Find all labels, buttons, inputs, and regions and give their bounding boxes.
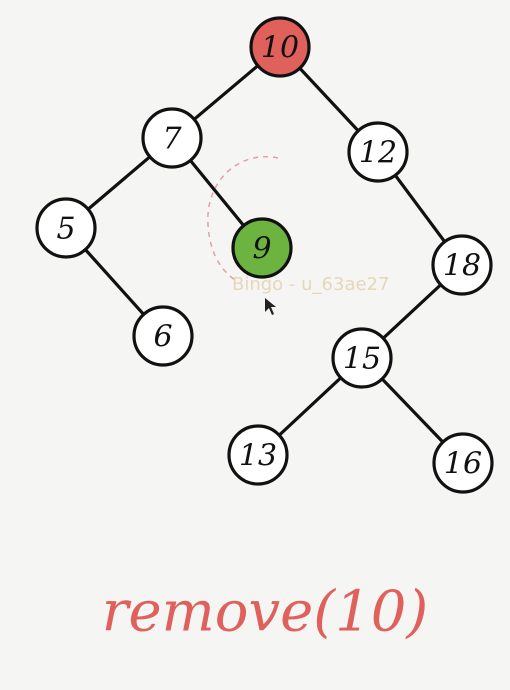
tree-node-16: 16 xyxy=(432,432,494,494)
node-label: 10 xyxy=(261,31,299,66)
nodes-layer: 10 7 12 5 9 18 6 15 13 16 xyxy=(35,16,494,494)
node-circle xyxy=(331,327,393,389)
node-circle xyxy=(227,424,289,486)
node-label: 12 xyxy=(359,136,397,171)
node-label: 13 xyxy=(239,439,277,474)
node-circle xyxy=(249,16,311,78)
node-label: 16 xyxy=(444,447,482,482)
tree-node-10: 10 xyxy=(249,16,311,78)
node-circle xyxy=(431,234,493,296)
tree-node-12: 12 xyxy=(347,121,409,183)
node-circle xyxy=(35,197,97,259)
node-label: 5 xyxy=(56,212,75,247)
node-label: 7 xyxy=(162,122,182,157)
node-circle xyxy=(132,305,194,367)
tree-node-7: 7 xyxy=(141,107,203,169)
tree-node-5: 5 xyxy=(35,197,97,259)
node-label: 15 xyxy=(343,342,381,377)
node-label: 9 xyxy=(252,232,271,267)
node-circle xyxy=(432,432,494,494)
node-circle xyxy=(347,121,409,183)
tree-node-6: 6 xyxy=(132,305,194,367)
mouse-cursor-icon xyxy=(265,298,276,315)
watermark-text: Bingo - u_63ae27 xyxy=(232,274,389,295)
node-circle xyxy=(141,107,203,169)
node-label: 6 xyxy=(153,320,172,355)
tree-node-13: 13 xyxy=(227,424,289,486)
tree-node-9: 9 xyxy=(231,217,293,279)
node-circle xyxy=(231,217,293,279)
tree-node-15: 15 xyxy=(331,327,393,389)
tree-node-18: 18 xyxy=(431,234,493,296)
caption-text: remove(10) xyxy=(102,580,428,645)
node-label: 18 xyxy=(443,249,481,284)
